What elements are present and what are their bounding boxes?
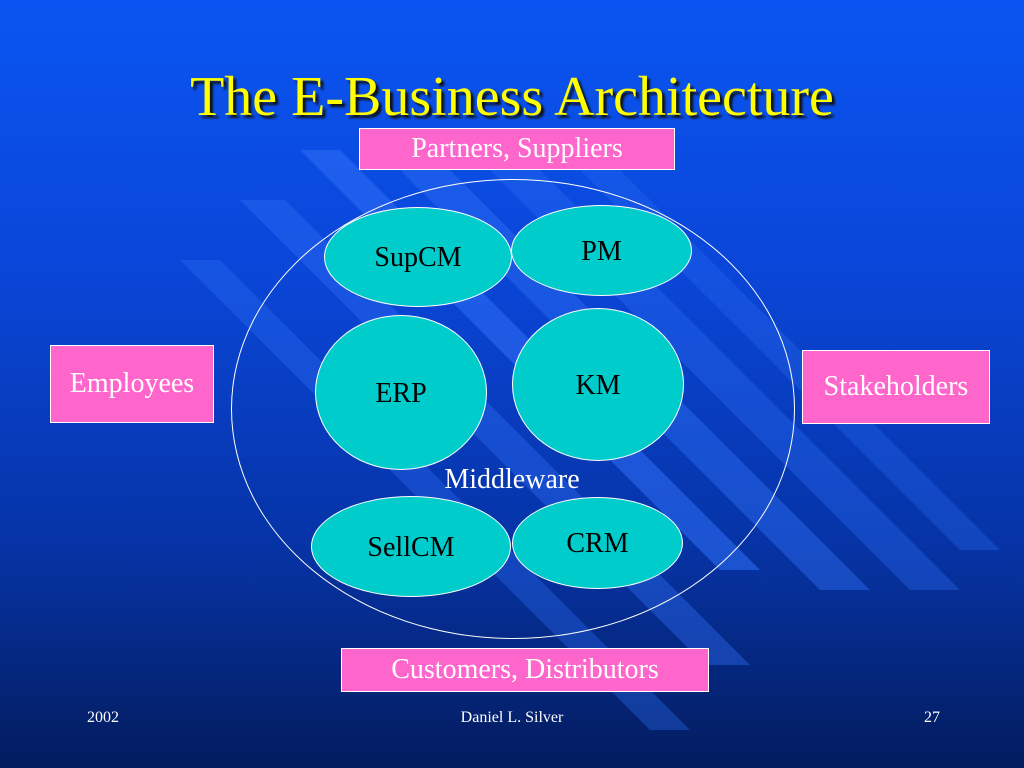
footer-year: 2002 bbox=[87, 709, 119, 726]
stakeholders-box: Stakeholders bbox=[802, 350, 990, 424]
erp-node: ERP bbox=[315, 315, 487, 470]
footer-author: Daniel L. Silver bbox=[460, 709, 564, 726]
enterprise-boundary-ellipse bbox=[231, 179, 795, 639]
employees-box: Employees bbox=[50, 345, 214, 423]
customers-distributors-box: Customers, Distributors bbox=[341, 648, 709, 692]
sellcm-node: SellCM bbox=[311, 496, 511, 597]
slide-title: The E-Business Architecture bbox=[190, 66, 834, 128]
supcm-node: SupCM bbox=[324, 207, 512, 307]
middleware-label: Middleware bbox=[444, 464, 580, 495]
footer-page-number: 27 bbox=[924, 709, 940, 726]
pm-node: PM bbox=[511, 205, 692, 296]
partners-suppliers-box: Partners, Suppliers bbox=[359, 128, 675, 170]
crm-node: CRM bbox=[512, 497, 683, 589]
km-node: KM bbox=[512, 308, 684, 461]
